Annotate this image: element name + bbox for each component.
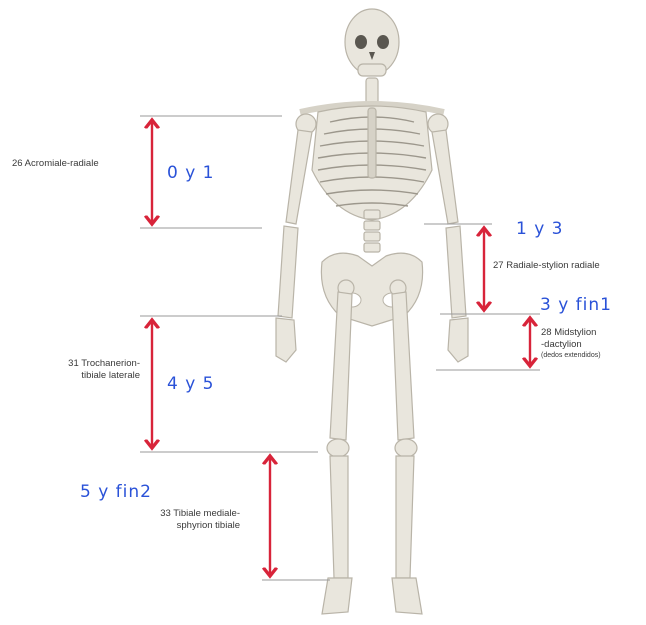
label-tibiale-line2: sphyrion tibiale	[140, 520, 240, 532]
femur-right	[392, 292, 414, 440]
foot-right	[392, 578, 422, 614]
knee-left	[327, 439, 349, 457]
femur-left	[330, 292, 352, 440]
forearm-left	[278, 226, 298, 318]
label-trochanterion-tibiale: 31 Trochanerion- tibiale laterale	[30, 358, 140, 382]
hand-left	[276, 318, 296, 362]
lumbar-spine	[364, 210, 380, 252]
humerus-right	[432, 130, 458, 224]
sternum	[368, 108, 376, 178]
eye-socket-right	[377, 35, 389, 49]
foot-left	[322, 578, 352, 614]
label-midstylion-note: (dedos extendidos)	[541, 351, 601, 360]
tibia-right	[396, 456, 414, 578]
label-midstylion-dactylion: 28 Midstylion -dactylion (dedos extendid…	[541, 327, 601, 360]
label-acromiale-radiale: 26 Acromiale-radiale	[12, 158, 99, 170]
jaw	[358, 64, 386, 76]
human-skeleton-icon	[276, 9, 468, 614]
cervical-spine	[366, 78, 378, 104]
label-midstylion-line1: 28 Midstylion	[541, 327, 601, 339]
forearm-right	[446, 226, 466, 318]
annotation-0-y-1: 0 y 1	[167, 163, 215, 183]
eye-socket-left	[355, 35, 367, 49]
label-radiale-stylion-radiale: 27 Radiale-stylion radiale	[493, 260, 600, 272]
label-trochanterion-line2: tibiale laterale	[30, 370, 140, 382]
knee-right	[395, 439, 417, 457]
label-trochanterion-line1: 31 Trochanerion-	[30, 358, 140, 370]
label-tibiale-line1: 33 Tibiale mediale-	[140, 508, 240, 520]
annotation-3-y-fin1: 3 y fin1	[540, 295, 612, 315]
humerus-left	[286, 130, 312, 224]
hand-right	[448, 318, 468, 362]
annotation-5-y-fin2: 5 y fin2	[80, 482, 152, 502]
annotation-4-y-5: 4 y 5	[167, 374, 215, 394]
label-tibiale-sphyrion: 33 Tibiale mediale- sphyrion tibiale	[140, 508, 240, 532]
label-midstylion-line2: -dactylion	[541, 339, 601, 351]
tibia-left	[330, 456, 348, 578]
annotation-1-y-3: 1 y 3	[516, 219, 564, 239]
